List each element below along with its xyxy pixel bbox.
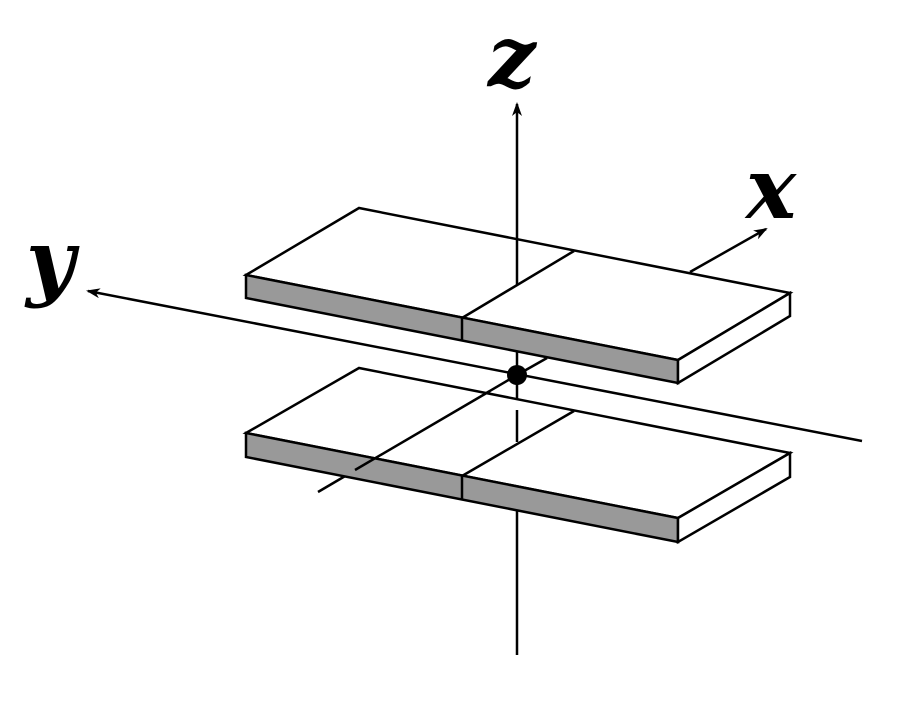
lower-plate-divider-top bbox=[461, 409, 575, 478]
y-axis bbox=[86, 288, 863, 443]
x-axis-label: x bbox=[744, 139, 797, 238]
x-axis-through-lower-plate bbox=[354, 389, 491, 472]
lower-plate bbox=[242, 366, 794, 545]
origin-point bbox=[507, 365, 527, 385]
y-axis-label: y bbox=[24, 211, 80, 310]
lower-plate-right-face bbox=[676, 450, 792, 545]
upper-plate-right-face bbox=[676, 290, 792, 386]
z-axis-label: z bbox=[486, 7, 538, 106]
x-axis-upper bbox=[689, 227, 768, 274]
